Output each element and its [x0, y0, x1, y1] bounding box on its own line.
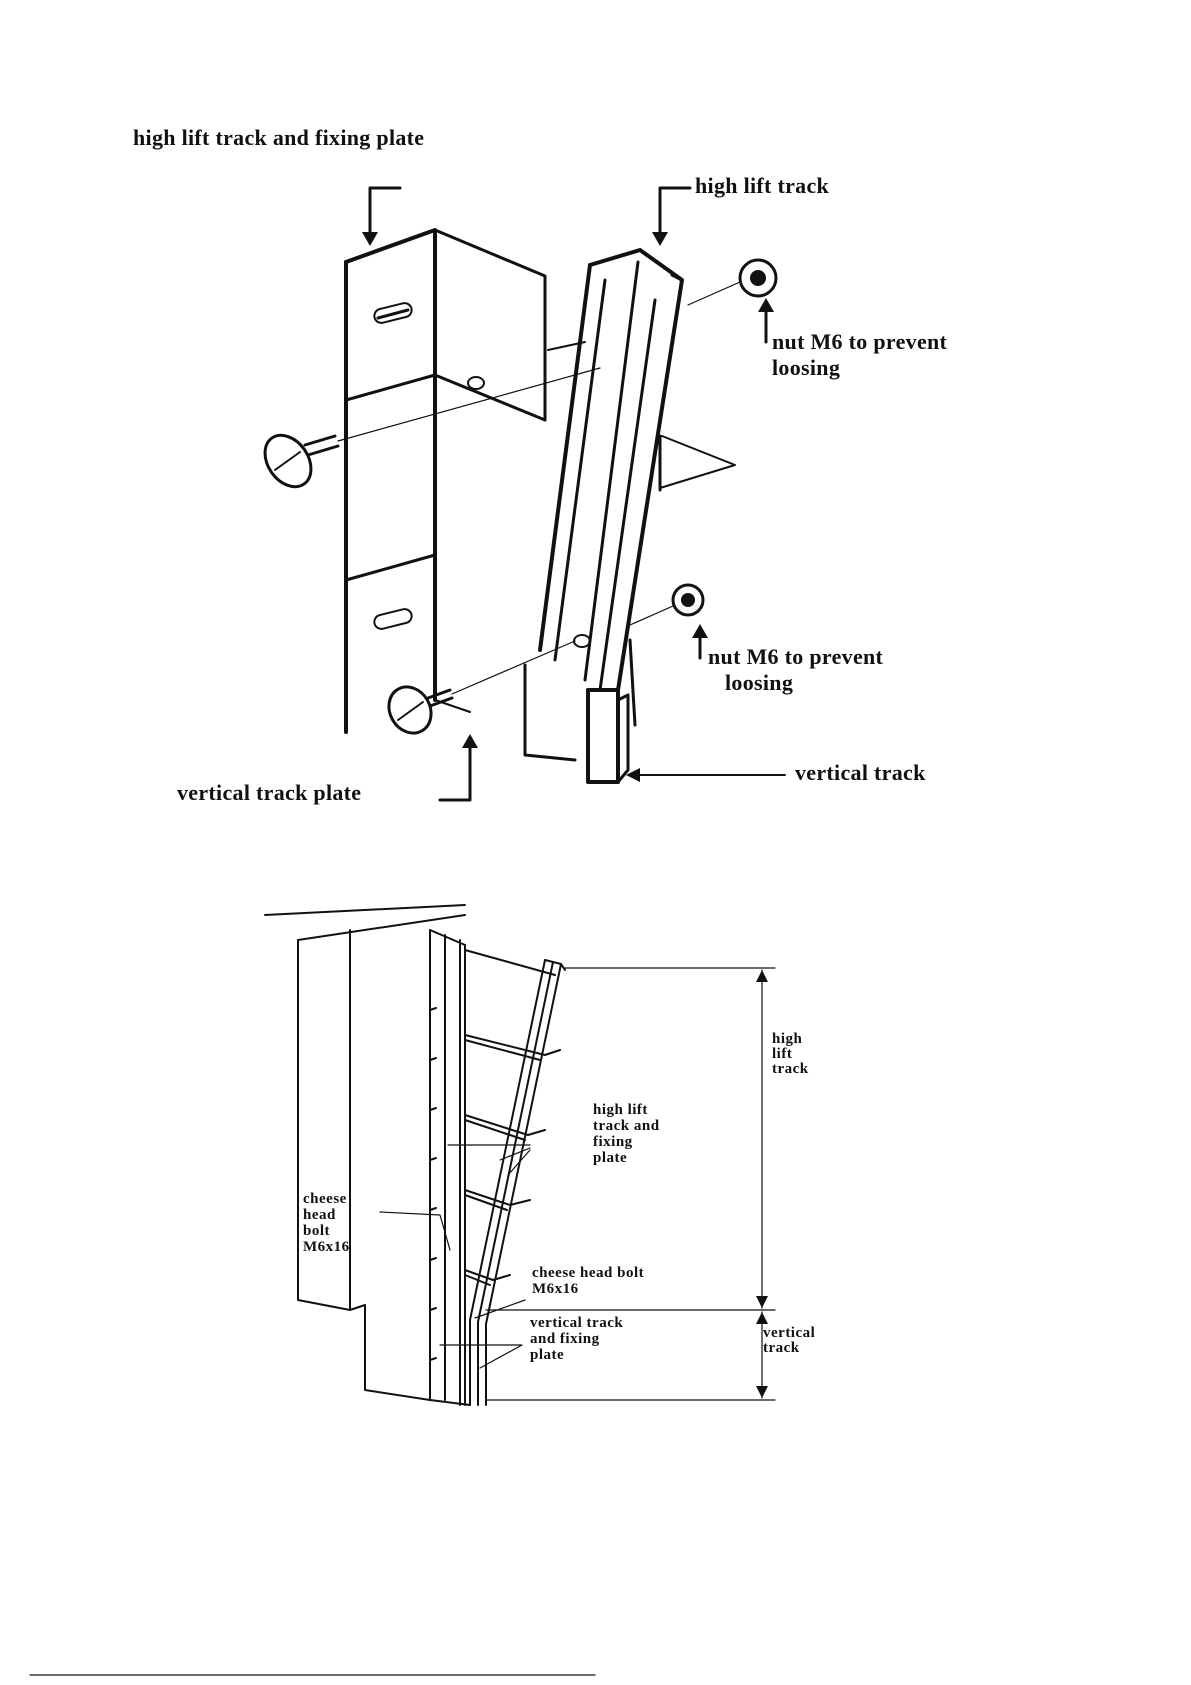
- nut-m6-bottom: [630, 585, 703, 625]
- label-vertical-track-plate: vertical track plate: [177, 780, 361, 805]
- label-nut-top-line1: nut M6 to prevent: [772, 329, 948, 354]
- label-nut-top-line2: loosing: [772, 355, 840, 380]
- cheese-head-bolt-top: [256, 368, 600, 495]
- figure-1-exploded-view: high lift track and fixing plate: [133, 125, 948, 805]
- label-cheese-bolt-right: cheese head bolt M6x16: [532, 1265, 648, 1297]
- figure-2-assembly-view: high lift track vertical track high lift…: [265, 905, 820, 1405]
- label-dim-high-lift-track: high lift track: [772, 1031, 809, 1077]
- label-nut-bottom-line1: nut M6 to prevent: [708, 644, 884, 669]
- label-high-lift-track: high lift track: [695, 173, 830, 198]
- cheese-head-bolt-bottom: [381, 641, 575, 741]
- label-high-lift-fixing-plate: high lift track and fixing plate: [593, 1102, 664, 1166]
- label-cheese-bolt-left: cheese head bolt M6x16: [303, 1191, 351, 1255]
- high-lift-track-drawing: [540, 250, 682, 782]
- figure-1-title: high lift track and fixing plate: [133, 125, 424, 150]
- door-frame-pillar: [265, 905, 470, 1405]
- label-vertical-track: vertical track: [795, 760, 926, 785]
- nut-m6-top: [688, 260, 776, 305]
- label-dim-vertical-track: vertical track: [763, 1325, 820, 1356]
- label-nut-bottom-line2: loosing: [725, 670, 793, 695]
- label-vertical-fixing-plate: vertical track and fixing plate: [530, 1315, 627, 1363]
